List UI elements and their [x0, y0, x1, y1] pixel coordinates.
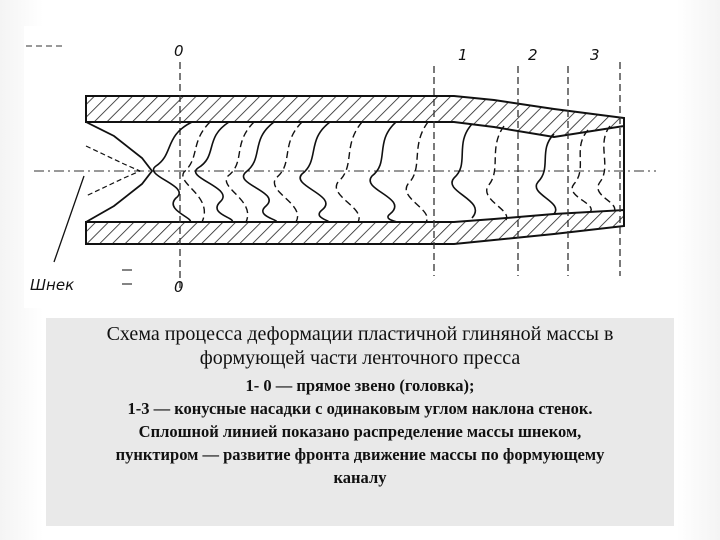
- solid-curve-4: [299, 121, 331, 223]
- section-label-1: 1: [458, 46, 468, 64]
- screw-tip-inner: [85, 145, 142, 197]
- upper-wall: [85, 95, 625, 139]
- caption-title: Схема процесса деформации пластичной гли…: [106, 323, 614, 369]
- solid-curve-7: [535, 133, 557, 215]
- screw-pointer: [53, 175, 85, 263]
- section-label-0: 0: [174, 42, 184, 60]
- solid-curve-3: [242, 121, 278, 223]
- caption-line-4: пунктиром — развитие фронта движение мас…: [115, 445, 605, 464]
- caption-line-1: 1- 0 — прямое звено (головка);: [245, 376, 475, 395]
- screw-tip: [85, 121, 154, 223]
- solid-curve-5: [369, 121, 398, 223]
- screw-label: Шнек: [30, 276, 74, 294]
- lower-wall: [85, 208, 625, 245]
- solid-curve-6: [451, 123, 476, 219]
- deformation-diagram: 0 1 2 3 0 Шнек: [24, 26, 656, 308]
- solid-curve-1: [152, 121, 193, 223]
- dashed-front-curves: [182, 121, 616, 223]
- caption-line-3: Сплошной линией показано распределение м…: [138, 422, 582, 441]
- section-label-0-bottom: 0: [174, 278, 184, 296]
- section-label-2: 2: [528, 46, 538, 64]
- caption-line-5: каналу: [333, 468, 387, 487]
- caption-line-2: 1-3 — конусные насадки с одинаковым угло…: [127, 399, 593, 418]
- solid-curve-2: [194, 121, 233, 223]
- section-label-3: 3: [590, 46, 600, 64]
- caption: Схема процесса деформации пластичной гли…: [46, 318, 674, 526]
